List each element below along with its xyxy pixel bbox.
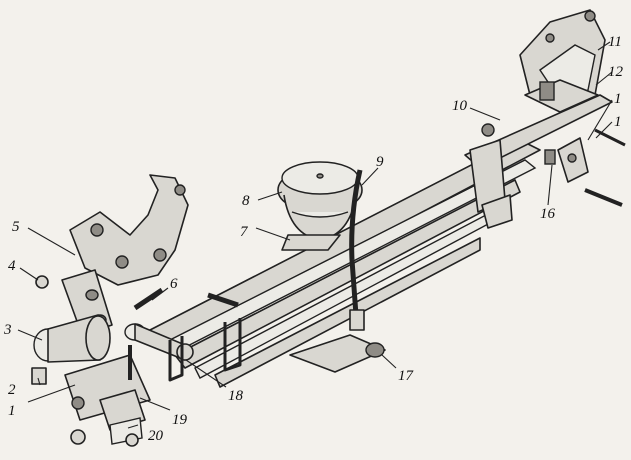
lower-mount [289, 334, 386, 373]
callout-19: 19 [172, 412, 188, 428]
callout-8: 8 [242, 193, 250, 209]
callout-11: 11 [608, 34, 622, 50]
rubber-buffer [277, 161, 363, 241]
front-bracket [69, 174, 189, 286]
lower-clamp [70, 389, 146, 447]
callout-1: 1 [8, 403, 16, 419]
shackle-plate [544, 128, 626, 207]
leader-lines [17, 41, 613, 429]
callout-14: 1 [614, 114, 622, 130]
callout-18: 18 [228, 388, 244, 404]
front-eye [33, 314, 111, 363]
rear-clamps [469, 123, 513, 229]
leaf-spring-pack [149, 139, 541, 388]
callout-17: 17 [398, 368, 415, 384]
callout-13: 1 [614, 91, 622, 107]
callout-labels: 1 2 3 4 5 6 7 8 9 10 11 12 1 1 16 17 18 … [3, 34, 624, 444]
callout-3: 3 [3, 322, 12, 338]
buffer-bracket [281, 234, 341, 251]
callout-7: 7 [240, 224, 249, 240]
callout-10: 10 [452, 98, 468, 114]
callout-6: 6 [170, 276, 178, 292]
callout-2: 2 [8, 382, 16, 398]
callout-4: 4 [8, 258, 16, 274]
callout-5: 5 [12, 219, 20, 235]
callout-12: 12 [608, 64, 624, 80]
callout-20: 20 [148, 428, 164, 444]
rear-bracket [519, 9, 606, 113]
u-bolts [168, 318, 242, 382]
callout-9: 9 [376, 154, 384, 170]
spring-pin [133, 287, 164, 311]
shock-link [349, 169, 365, 331]
callout-16: 16 [540, 206, 556, 222]
